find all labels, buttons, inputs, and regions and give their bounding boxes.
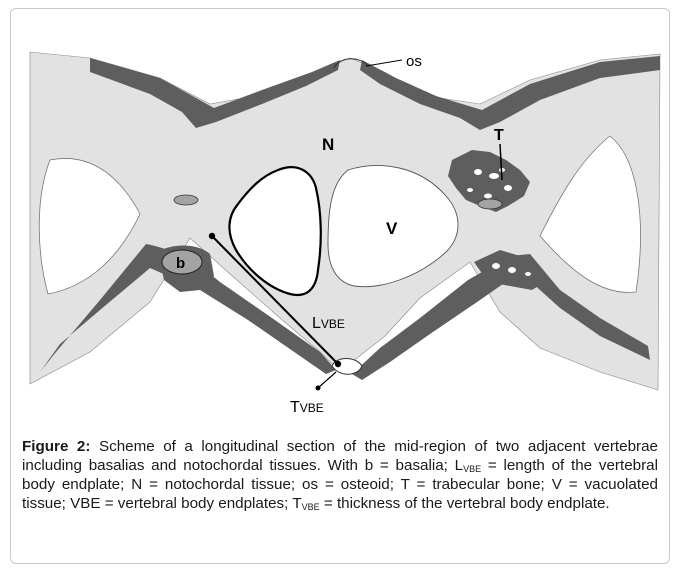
- lvbe-end-dot: [335, 361, 341, 367]
- lvbe-start-dot: [209, 233, 215, 239]
- figure-caption: Figure 2: Scheme of a longitudinal secti…: [22, 437, 658, 513]
- label-T: T: [494, 127, 504, 144]
- basalia-upper-left: [174, 195, 198, 205]
- label-b: b: [176, 255, 185, 272]
- label-lvbe: LVBE: [312, 315, 345, 332]
- vertebrae-diagram: os N T V b LVBE TVBE: [0, 0, 683, 430]
- label-tvbe: TVBE: [290, 399, 324, 416]
- basalia-upper-right: [478, 199, 502, 209]
- tvbe-dot: [316, 386, 321, 391]
- caption-tvbe-main: T: [292, 495, 301, 512]
- label-os: os: [406, 53, 422, 70]
- caption-tvbe-sub: VBE: [302, 502, 320, 512]
- os-pointer: [366, 60, 402, 66]
- label-V: V: [386, 219, 398, 238]
- caption-lvbe-sub: VBE: [463, 464, 481, 474]
- figure-label: Figure 2:: [22, 438, 90, 455]
- caption-end: = thickness of the vertebral body endpla…: [324, 495, 610, 512]
- label-N: N: [322, 135, 334, 154]
- tvbe-pointer: [318, 372, 336, 388]
